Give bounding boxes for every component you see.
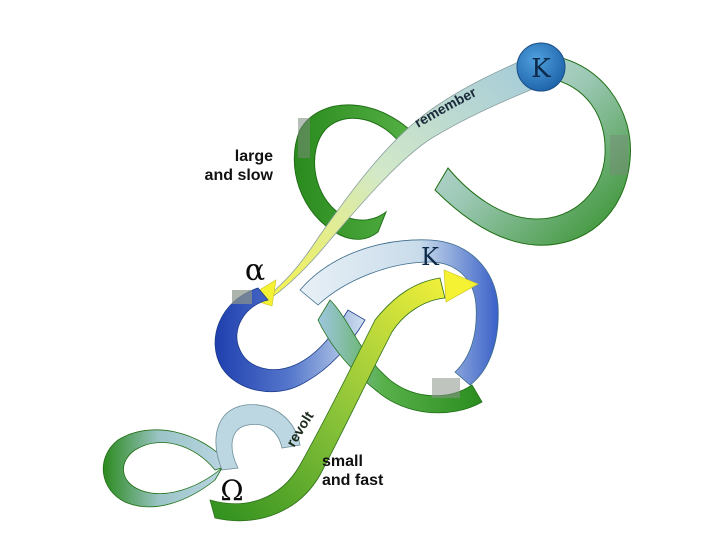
top-loop-shade-left [298, 118, 310, 158]
omega-label: Ω [220, 474, 243, 507]
small-and-fast-label: small and fast [322, 452, 422, 490]
small-loop-left-lobe [103, 430, 230, 507]
large-line-1: large [185, 147, 273, 166]
alpha-label: α [245, 253, 265, 288]
k-middle-label: K [421, 243, 440, 271]
k-node-top: K [517, 43, 565, 91]
small-loop [103, 405, 300, 507]
top-loop-left-lobe [294, 105, 420, 239]
small-line-1: small [322, 452, 422, 471]
large-and-slow-label: large and slow [185, 147, 273, 185]
remember-arrow: remember [246, 50, 555, 306]
top-loop-shade-right [610, 135, 628, 175]
small-line-2: and fast [322, 471, 422, 490]
middle-loop-shade [232, 290, 252, 304]
large-line-2: and slow [185, 166, 273, 185]
k-top-label: K [531, 54, 551, 84]
middle-loop-shade-2 [432, 378, 460, 398]
